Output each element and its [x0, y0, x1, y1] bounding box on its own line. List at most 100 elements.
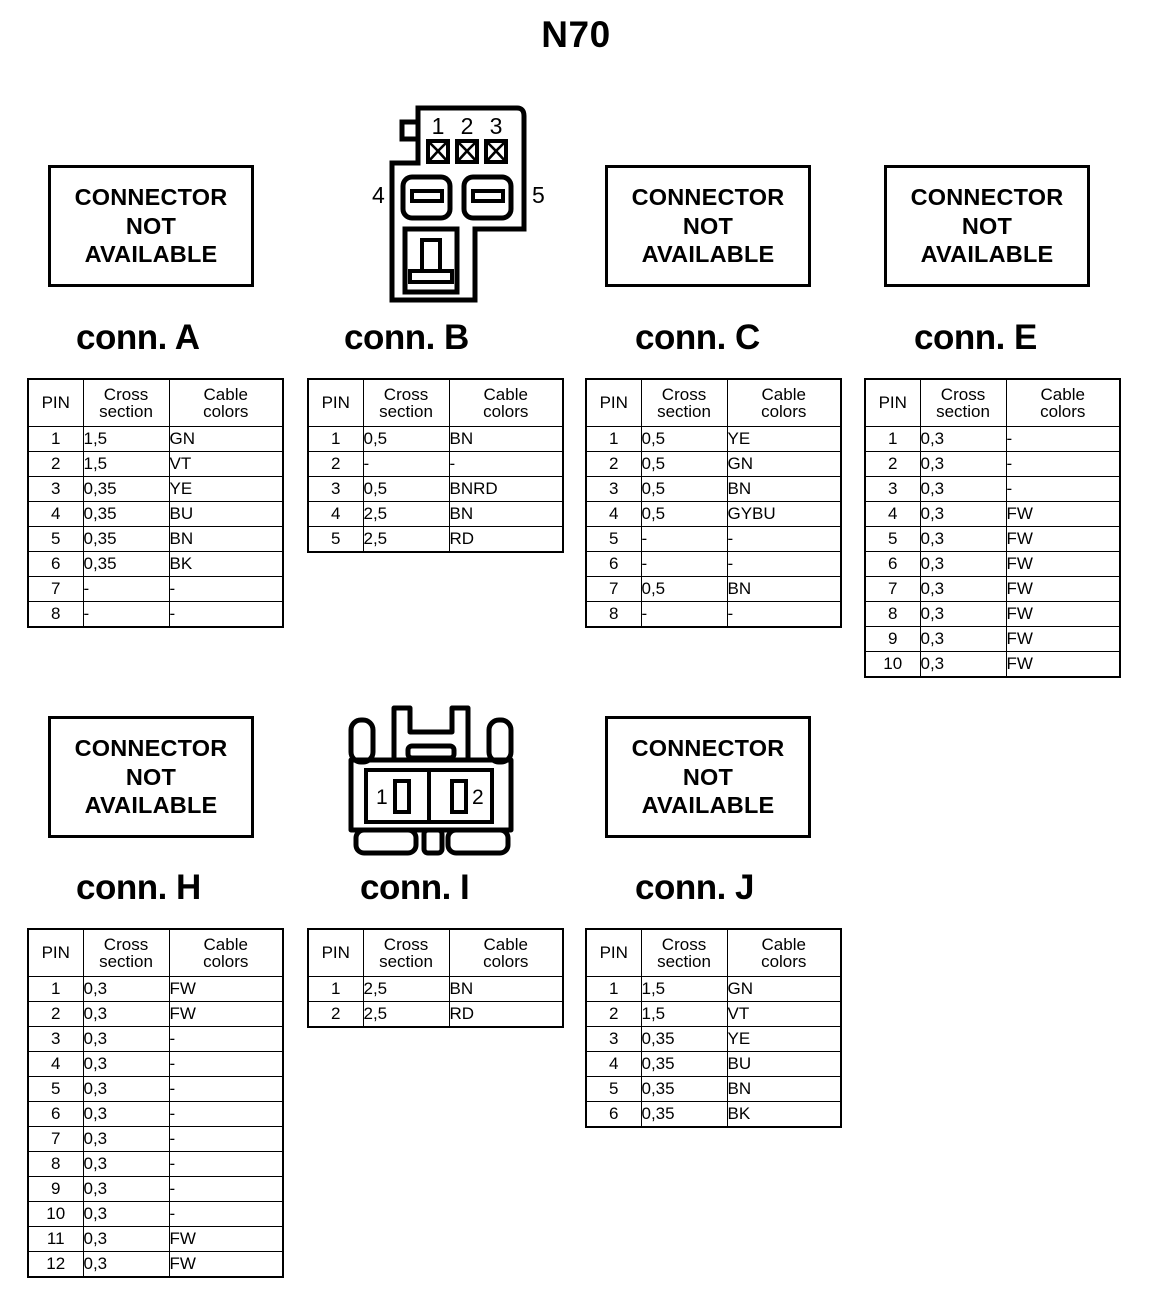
connector-caption-C: conn. C: [635, 318, 760, 357]
cell-pin: 2: [27, 1001, 84, 1027]
cell-cross-section: 0,3: [82, 1176, 170, 1202]
cell-cable-colors: -: [168, 1051, 284, 1077]
col-header-pin: PIN: [27, 378, 84, 427]
cell-pin: 5: [27, 1076, 84, 1102]
col-header-cross-section: Cross section: [362, 928, 450, 977]
col-header-cable-colors: Cable colors: [1005, 378, 1121, 427]
cell-cable-colors: BK: [726, 1101, 842, 1128]
col-header-cross-line1: Cross: [661, 934, 707, 954]
cell-cross-section: -: [82, 576, 170, 602]
cell-cable-colors: FW: [1005, 651, 1121, 678]
table-row: 5--: [585, 526, 842, 552]
col-header-cross-line2: section: [936, 402, 990, 421]
connector-b-blade-slot-5: [471, 189, 505, 203]
col-header-color-line2: colors: [761, 402, 807, 421]
cell-cross-section: 0,3: [82, 1201, 170, 1227]
na-line-1: CONNECTOR: [74, 735, 228, 762]
cell-cable-colors: BK: [168, 551, 284, 577]
connector-b-side-label-4: 4: [372, 182, 385, 208]
col-header-cross-section: Cross section: [640, 378, 728, 427]
cell-pin: 2: [307, 451, 364, 477]
connector-i-pin-label-1: 1: [376, 786, 388, 809]
cell-cross-section: 0,3: [919, 451, 1007, 477]
cell-pin: 4: [585, 1051, 642, 1077]
cell-cable-colors: -: [1005, 476, 1121, 502]
connector-graphic-A: CONNECTOR NOT AVAILABLE: [48, 165, 254, 287]
cell-pin: 6: [585, 551, 642, 577]
connector-graphic-C: CONNECTOR NOT AVAILABLE: [605, 165, 811, 287]
cell-cable-colors: BU: [168, 501, 284, 527]
cell-cable-colors: -: [168, 1201, 284, 1227]
cell-cross-section: 0,3: [82, 1076, 170, 1102]
cell-pin: 3: [307, 476, 364, 502]
connector-i-left-post: [348, 717, 376, 765]
cell-cable-colors: -: [168, 1151, 284, 1177]
cell-pin: 6: [27, 1101, 84, 1127]
connector-b-pin-numbers: 1 2 3: [432, 113, 503, 139]
cell-cross-section: 0,3: [82, 1026, 170, 1052]
cell-pin: 2: [585, 1001, 642, 1027]
col-header-pin: PIN: [27, 928, 84, 977]
page-title: N70: [541, 14, 611, 55]
cell-cable-colors: RD: [448, 1001, 564, 1028]
cell-pin: 5: [307, 526, 364, 553]
cell-cross-section: 0,3: [919, 601, 1007, 627]
cell-cross-section: 0,3: [82, 1001, 170, 1027]
cell-pin: 10: [864, 651, 921, 678]
na-line-2: NOT: [961, 212, 1013, 239]
connector-b-outline: [389, 105, 527, 303]
cell-cable-colors: VT: [726, 1001, 842, 1027]
cell-cable-colors: BN: [168, 526, 284, 552]
connector-b-latch-housing: [402, 226, 460, 295]
cell-cross-section: 0,5: [640, 576, 728, 602]
cell-pin: 6: [864, 551, 921, 577]
connector-i-pin-numbers: 1 2: [376, 786, 484, 809]
connector-i-pin-label-2: 2: [472, 786, 484, 809]
col-header-color-line2: colors: [203, 952, 249, 971]
col-header-cable-colors: Cable colors: [726, 928, 842, 977]
cell-pin: 5: [27, 526, 84, 552]
connector-i-bottom-tab-right: [445, 827, 511, 856]
connector-b-pin-label-2: 2: [461, 113, 474, 139]
connector-b-pin-cavity-1: [426, 139, 450, 164]
cell-cable-colors: -: [168, 1176, 284, 1202]
cell-pin: 6: [585, 1101, 642, 1128]
cell-cable-colors: RD: [448, 526, 564, 553]
cell-cross-section: 0,3: [919, 576, 1007, 602]
connector-caption-E: conn. E: [914, 318, 1037, 357]
cell-cross-section: 0,35: [640, 1051, 728, 1077]
cell-pin: 9: [864, 626, 921, 652]
cell-pin: 7: [27, 576, 84, 602]
cell-pin: 9: [27, 1176, 84, 1202]
cell-cable-colors: BN: [726, 476, 842, 502]
table-header-row: PIN Cross section Cable colors: [27, 378, 284, 427]
cell-cable-colors: -: [1005, 426, 1121, 452]
cell-cable-colors: FW: [1005, 526, 1121, 552]
cell-pin: 2: [864, 451, 921, 477]
connector-i-latch-bracket: [391, 705, 471, 763]
cell-cross-section: 0,35: [82, 476, 170, 502]
cell-cross-section: 0,3: [82, 1126, 170, 1152]
table-header-row: PIN Cross section Cable colors: [307, 928, 564, 977]
cell-cross-section: 0,35: [640, 1076, 728, 1102]
cell-cross-section: 0,35: [82, 501, 170, 527]
connector-b-pin-label-3: 3: [490, 113, 503, 139]
connector-i-right-post: [486, 717, 514, 765]
cell-cable-colors: -: [726, 551, 842, 577]
connector-caption-J: conn. J: [635, 868, 755, 907]
